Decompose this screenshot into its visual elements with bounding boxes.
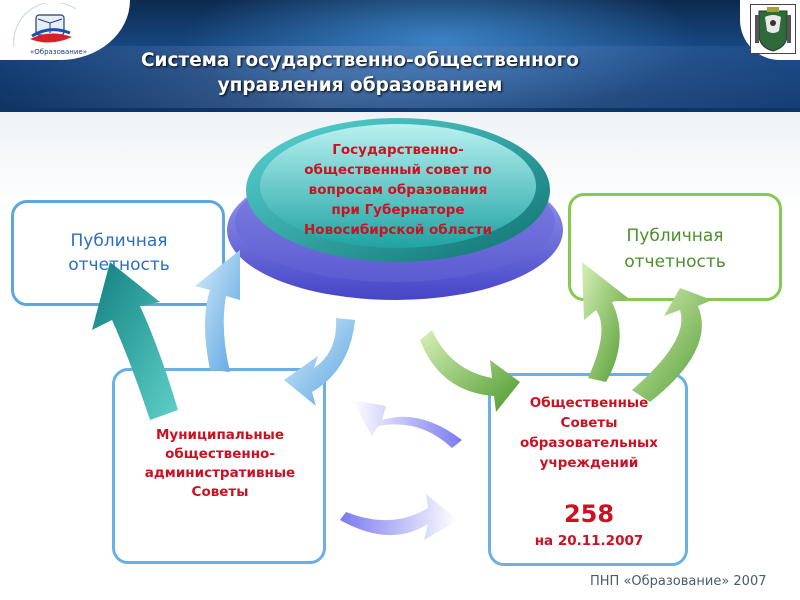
arrow-school-to-public-right xyxy=(582,262,628,382)
coat-of-arms-icon xyxy=(750,4,796,54)
school-councils-count: 258 xyxy=(563,500,615,528)
title-line-2: управления образованием xyxy=(217,75,503,96)
right-bottom-line-4: учреждений xyxy=(539,455,639,471)
arrow-municipal-to-public-left-inner xyxy=(195,250,240,372)
center-line-3: вопросам образования xyxy=(308,182,488,198)
center-line-5: Новосибирской области xyxy=(304,222,492,238)
right-top-line-1: Публичная xyxy=(626,226,724,246)
left-top-line-2: отчетность xyxy=(68,255,170,275)
public-reporting-right-label: Публичная отчетность xyxy=(580,223,770,275)
left-bottom-line-1: Муниципальные xyxy=(155,427,285,443)
right-bottom-line-2: Советы xyxy=(560,415,618,431)
center-council-label: Государственно- общественный совет по во… xyxy=(278,140,518,240)
arrow-center-to-school xyxy=(420,330,520,412)
arrow-municipal-to-public-left xyxy=(92,262,178,420)
arrow-municipal-to-school xyxy=(340,494,458,540)
pnp-logo-icon xyxy=(13,3,77,48)
left-bottom-line-3: административные xyxy=(144,465,296,481)
page-title: Система государственно-общественного упр… xyxy=(80,48,640,98)
center-line-4: при Губернаторе xyxy=(331,202,465,218)
center-line-1: Государственно- xyxy=(332,142,464,158)
title-line-1: Система государственно-общественного xyxy=(140,50,579,71)
disc-top-face xyxy=(260,124,536,248)
municipal-councils-label: Муниципальные общественно- административ… xyxy=(120,426,320,502)
arrow-center-to-municipal xyxy=(284,318,355,406)
right-bottom-line-1: Общественные xyxy=(529,395,649,411)
title-bar xyxy=(0,46,800,108)
header-glow xyxy=(180,0,700,112)
public-reporting-left-label: Публичная отчетность xyxy=(24,229,214,277)
center-line-2: общественный совет по xyxy=(304,162,492,178)
left-bottom-line-2: общественно- xyxy=(165,446,275,462)
arrow-school-to-public-right-outer xyxy=(632,288,712,402)
right-top-line-2: отчетность xyxy=(624,252,726,272)
box-school-councils xyxy=(488,373,688,566)
left-bottom-line-4: Советы xyxy=(191,484,249,500)
school-councils-date: на 20.11.2007 xyxy=(534,533,644,549)
footer-text: ПНП «Образование» 2007 xyxy=(590,574,767,589)
logo-caption: «Образование» xyxy=(30,48,87,56)
right-bottom-line-3: образовательных xyxy=(520,435,658,451)
school-councils-label: Общественные Советы образовательных учре… xyxy=(494,393,684,473)
left-top-line-1: Публичная xyxy=(70,231,168,251)
arrow-school-to-municipal xyxy=(352,400,462,448)
